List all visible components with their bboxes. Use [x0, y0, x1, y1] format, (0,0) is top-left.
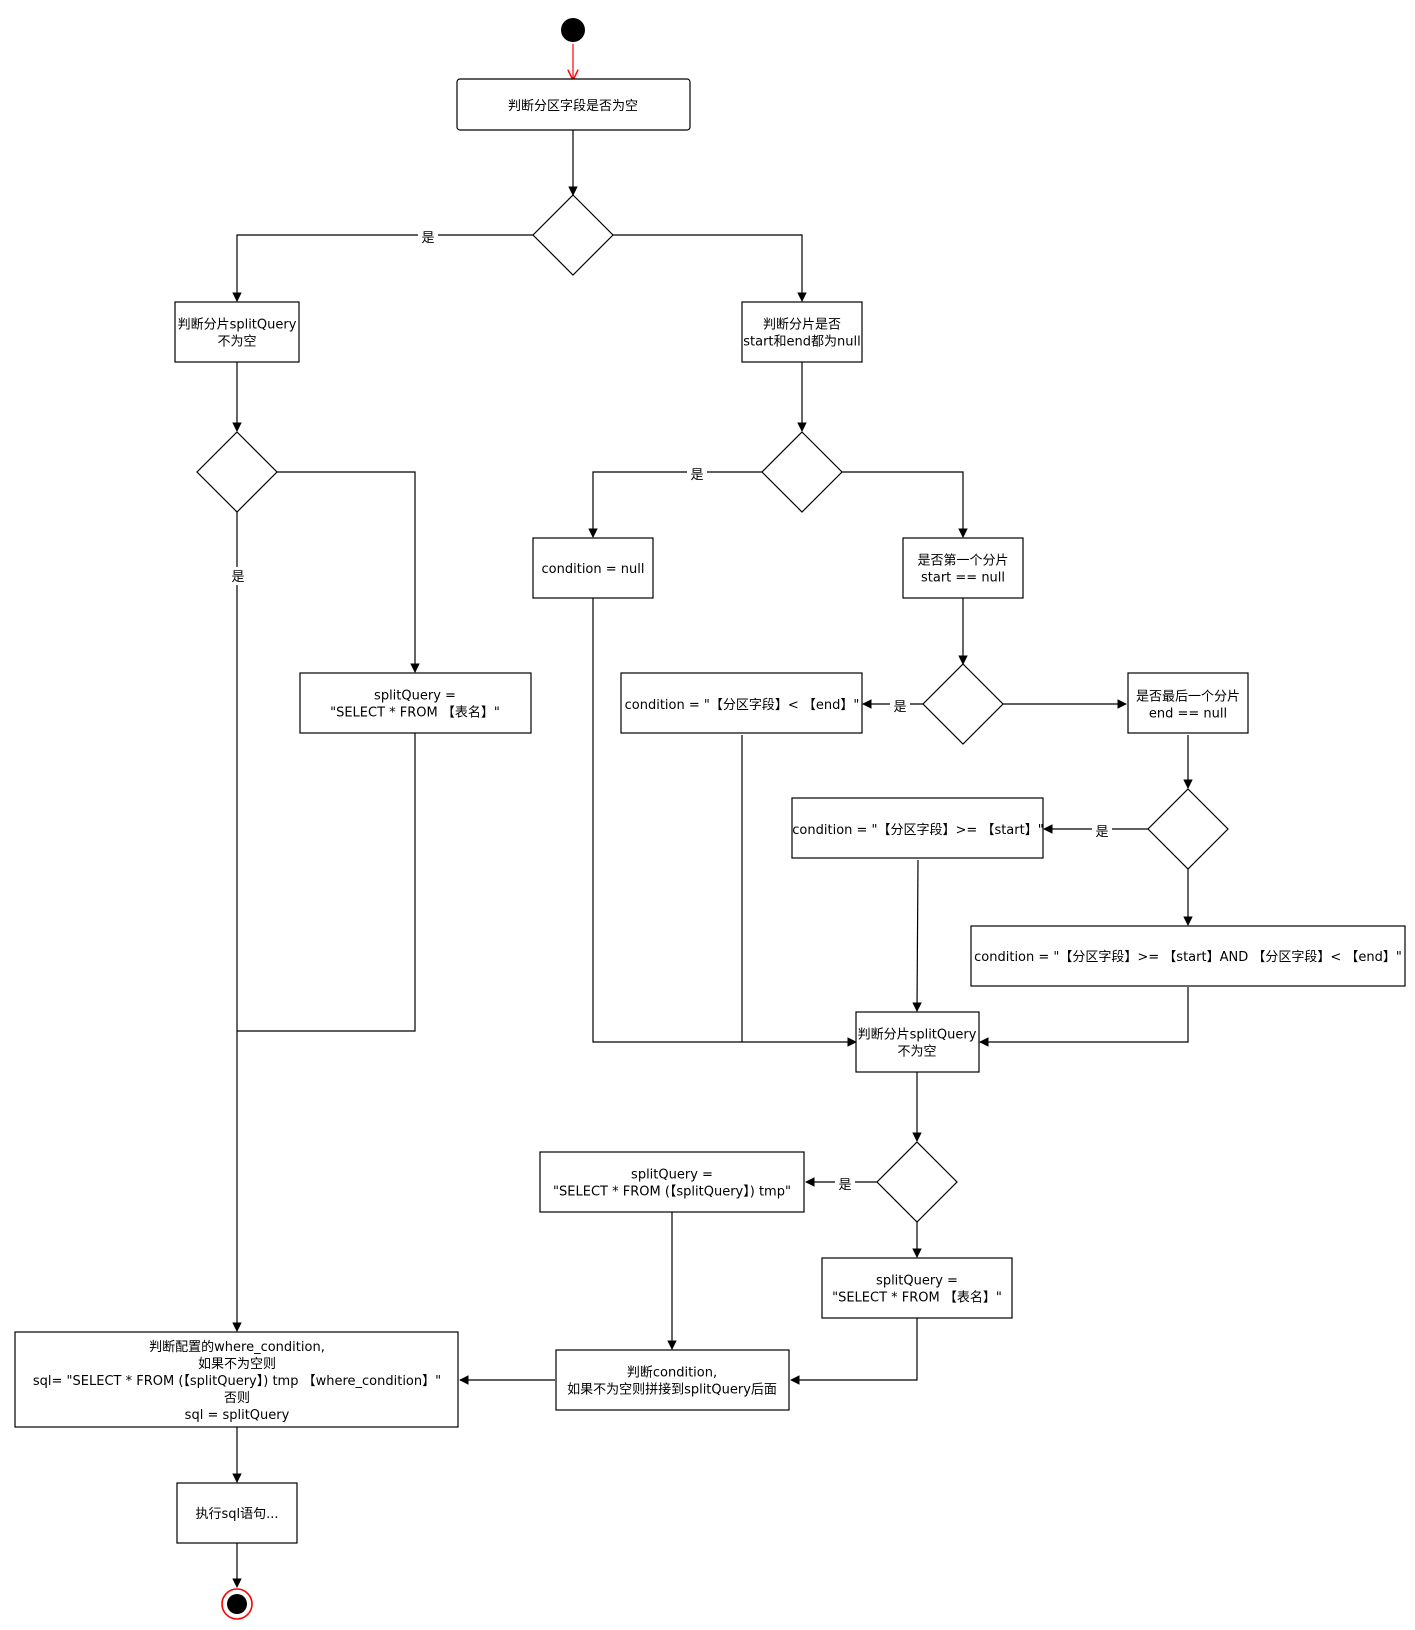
check-split-query-left-line-1: 判断分片splitQuery: [178, 318, 297, 333]
box-append-condition: 判断condition,如果不为空则拼接到splitQuery后面: [555, 1349, 790, 1411]
svg-text:是: 是: [421, 231, 434, 246]
where-condition-line-4: 否则: [224, 1391, 250, 1406]
edge-label-yes-5: 是: [1092, 822, 1112, 840]
check-split-query-left-line-2: 不为空: [217, 335, 256, 350]
box-split-query-table-left: splitQuery ="SELECT * FROM 【表名】": [299, 672, 532, 734]
edge-cond-ge-to-check: [912, 859, 922, 1012]
svg-text:是: 是: [231, 570, 244, 585]
split-query-wrap-line-1: splitQuery =: [631, 1168, 713, 1183]
split-query-table-left-line-1: splitQuery =: [374, 689, 456, 704]
split-query-table-right-line-1: splitQuery =: [876, 1274, 958, 1289]
edge-cond-between-to-check: [979, 987, 1189, 1047]
box-check-last-split: 是否最后一个分片 end == null: [1127, 672, 1249, 734]
box-condition-between: condition = "【分区字段】>= 【start】AND 【分区字段】<…: [970, 925, 1406, 987]
edge-table-right-to-append: [790, 1318, 918, 1385]
check-split-query-right-line-2: 不为空: [897, 1045, 936, 1060]
box-condition-null: condition = null: [532, 537, 654, 599]
execute-sql-line-1: 执行sql语句...: [195, 1507, 278, 1522]
decision-split-query-right: [876, 1141, 958, 1223]
box-where-condition: 判断配置的where_condition,如果不为空则 sql= "SELECT …: [14, 1331, 459, 1428]
svg-text:是: 是: [1095, 825, 1108, 840]
box-split-query-table-right: splitQuery ="SELECT * FROM 【表名】": [821, 1257, 1013, 1319]
check-start-end-null-line-2: start和end都为null: [743, 335, 860, 350]
append-condition-line-2: 如果不为空则拼接到splitQuery后面: [567, 1382, 777, 1398]
edge-label-yes-6: 是: [835, 1175, 855, 1193]
svg-text:是: 是: [690, 468, 703, 483]
box-check-split-query-left: 判断分片splitQuery 不为空: [174, 301, 300, 363]
condition-null-line-1: condition = null: [542, 562, 645, 577]
start-node: [561, 18, 585, 42]
where-condition-line-3: sql= "SELECT * FROM (【splitQuery】) tmp 【…: [33, 1374, 441, 1389]
check-first-split-line-2: start == null: [921, 571, 1005, 586]
split-query-table-right-line-2: "SELECT * FROM 【表名】": [832, 1290, 1002, 1306]
edge-labels: 是 是 是 是 是 是: [228, 228, 1112, 1193]
check-partition-field-line-1: 判断分区字段是否为空: [508, 99, 638, 114]
edge-label-yes-1: 是: [418, 228, 438, 246]
box-execute-sql: 执行sql语句...: [176, 1482, 298, 1544]
where-condition-line-2: 如果不为空则: [198, 1356, 276, 1372]
box-check-split-query-right: 判断分片splitQuery 不为空: [855, 1011, 980, 1073]
decision-first-split: [922, 663, 1004, 745]
decision-partition-empty: [532, 194, 614, 276]
check-first-split-line-1: 是否第一个分片: [917, 554, 1008, 569]
edge-decision3-no: [842, 471, 968, 538]
edge-decision2-no: [277, 471, 420, 673]
edge-splitquery-left-merge: [237, 733, 416, 1032]
box-check-first-split: 是否第一个分片 start == null: [902, 537, 1024, 599]
check-last-split-line-1: 是否最后一个分片: [1136, 690, 1240, 705]
where-condition-line-5: sql = splitQuery: [185, 1408, 290, 1423]
edge-decision1-no: [613, 234, 807, 302]
box-check-start-end-null: 判断分片是否 start和end都为null: [741, 301, 863, 363]
box-check-partition-field: 判断分区字段是否为空: [456, 78, 691, 131]
condition-ge-start-line-1: condition = "【分区字段】>= 【start】": [792, 823, 1043, 838]
decision-start-end-null: [761, 431, 843, 513]
split-query-table-left-line-2: "SELECT * FROM 【表名】": [330, 705, 500, 721]
where-condition-line-1: 判断配置的where_condition,: [149, 1339, 325, 1355]
decision-last-split: [1147, 788, 1229, 870]
check-start-end-null-line-1: 判断分片是否: [763, 318, 841, 333]
edge-cond-null-to-check: [592, 598, 857, 1047]
condition-lt-end-line-1: condition = "【分区字段】< 【end】": [625, 698, 860, 713]
svg-text:是: 是: [838, 1178, 851, 1193]
box-condition-lt-end: condition = "【分区字段】< 【end】": [620, 672, 863, 734]
box-condition-ge-start: condition = "【分区字段】>= 【start】": [791, 797, 1044, 859]
edge-decision3-yes: [588, 471, 762, 538]
edge-label-yes-2: 是: [228, 567, 248, 585]
append-condition-line-1: 判断condition,: [627, 1366, 717, 1381]
condition-between-line-1: condition = "【分区字段】>= 【start】AND 【分区字段】<…: [974, 950, 1402, 965]
svg-text:是: 是: [893, 700, 906, 715]
edge-label-yes-3: 是: [687, 465, 707, 483]
split-query-wrap-line-2: "SELECT * FROM (【splitQuery】) tmp": [553, 1185, 791, 1200]
check-last-split-line-2: end == null: [1149, 707, 1227, 722]
box-split-query-wrap: splitQuery = "SELECT * FROM (【splitQuery】…: [539, 1151, 805, 1213]
edge-decision1-yes: [232, 234, 533, 302]
decision-split-query-left: [196, 431, 278, 513]
end-node: [221, 1588, 253, 1620]
check-split-query-right-line-1: 判断分片splitQuery: [858, 1028, 977, 1043]
edge-label-yes-4: 是: [890, 697, 910, 715]
